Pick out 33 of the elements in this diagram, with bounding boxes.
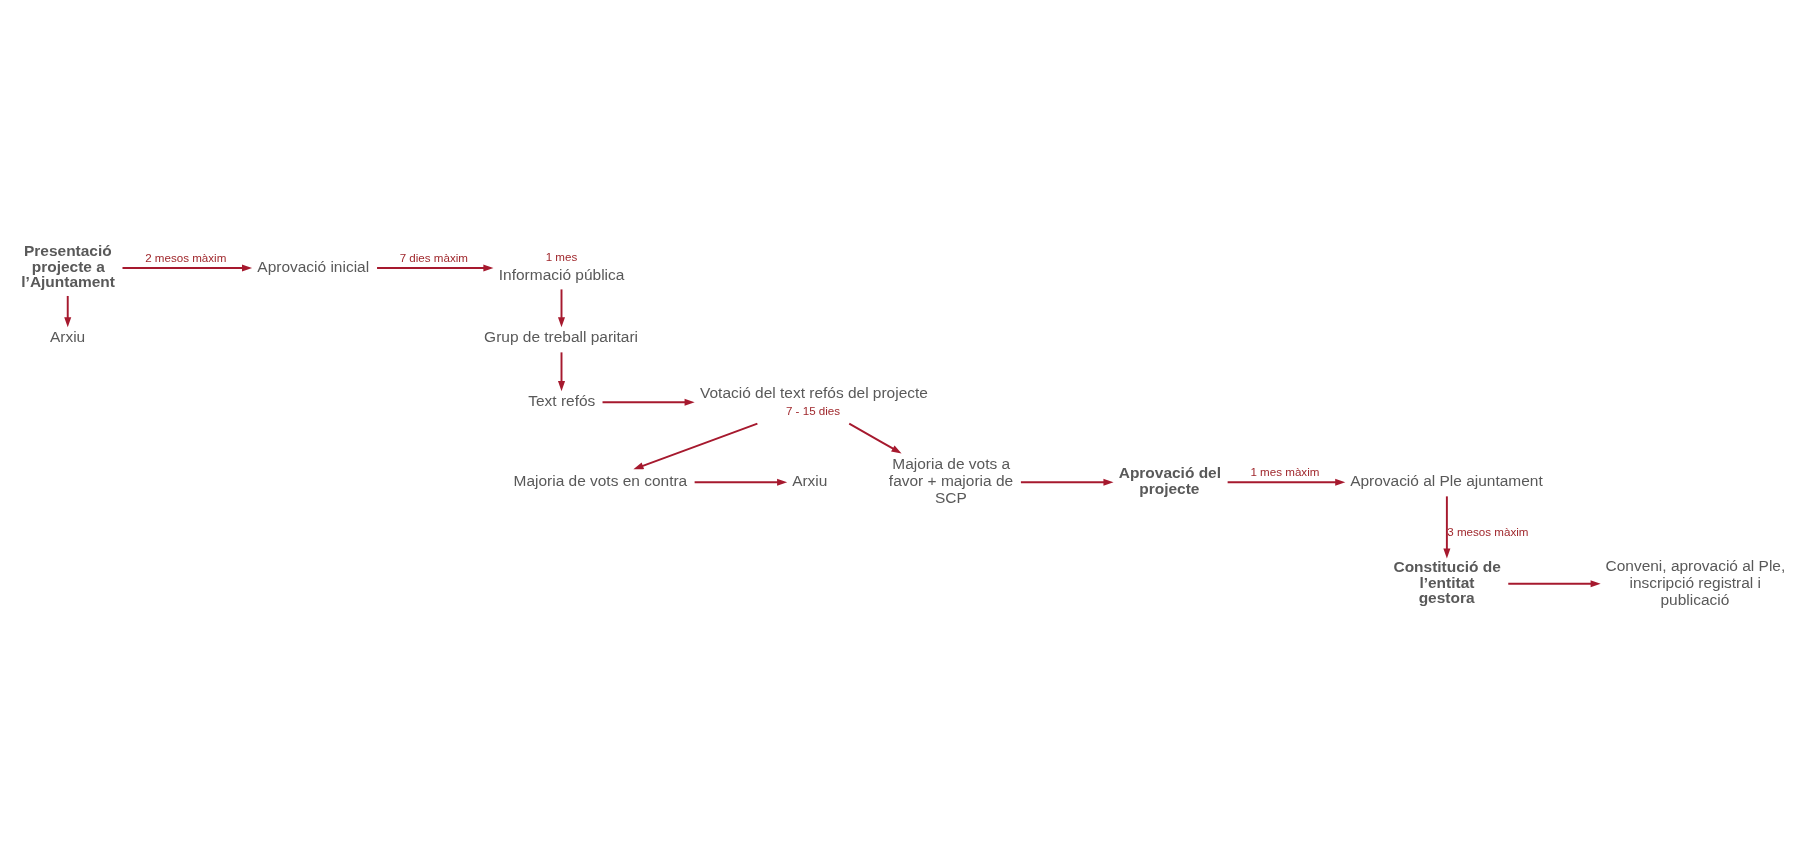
arrow (1506, 579, 1601, 587)
node-text: Grup de treball paritari (483, 327, 638, 345)
arrow (557, 287, 565, 327)
arrow (693, 478, 787, 486)
node-text: Aprovació del projecte (1118, 463, 1221, 497)
arrow (1019, 478, 1114, 486)
node-text: Text refós (527, 391, 595, 409)
arrow (847, 422, 902, 453)
node-text: Presentació projecte a l’Ajuntament (20, 241, 115, 290)
arrow (601, 398, 695, 406)
node-text: Constitució de l’entitat gestora (1392, 557, 1501, 606)
arrow (557, 350, 565, 391)
node-text: Informació pública (498, 265, 624, 283)
node-text: Conveni, aprovació al Ple, inscripció registral i publicació (1605, 556, 1785, 608)
edge-label: 7 dies màxim (399, 250, 468, 264)
arrow (121, 263, 252, 271)
node-label: 7 - 15 dies (785, 403, 840, 417)
node-text: Arxiu (49, 327, 85, 345)
node-text: Votació del text refós del projecte (699, 383, 928, 401)
arrow (632, 422, 758, 469)
arrow (375, 263, 493, 271)
node-text: Majoria de vots a favor + majoria de SCP (888, 454, 1013, 506)
edge-label: 2 mesos màxim (144, 250, 226, 264)
arrow (1226, 478, 1345, 486)
node-label: 1 mes (545, 249, 577, 263)
arrow (63, 294, 71, 327)
node-text: Aprovació inicial (256, 257, 369, 275)
edge-label: 1 mes màxim (1249, 464, 1319, 478)
edge-label: 3 mesos màxim (1446, 524, 1528, 538)
node-text: Aprovació al Ple ajuntament (1349, 471, 1543, 489)
node-text: Arxiu (791, 471, 827, 489)
node-text: Majoria de vots en contra (513, 471, 687, 489)
arrow (1442, 494, 1450, 559)
